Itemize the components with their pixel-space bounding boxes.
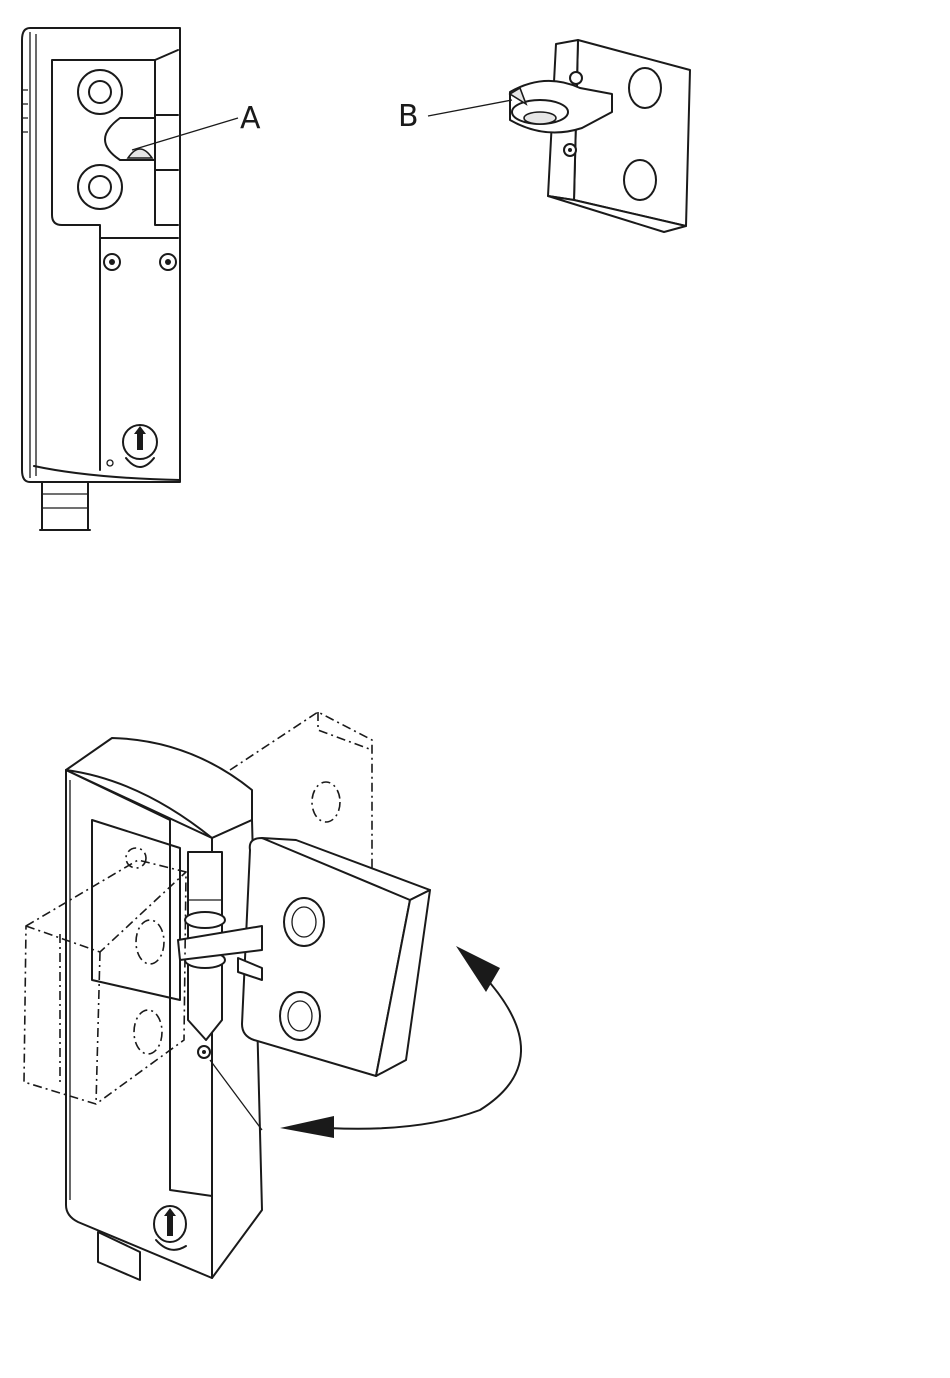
hinge-actuator-block: B (398, 40, 690, 232)
callout-b-label: B (398, 99, 419, 134)
mount-hole-icon (284, 898, 324, 946)
arrow-head-icon (456, 946, 500, 992)
mount-hole-icon (280, 992, 320, 1040)
connector-plug (42, 482, 88, 530)
callout-a-label: A (240, 101, 261, 136)
mount-hole-icon (629, 68, 661, 108)
callout-b-leader (428, 100, 512, 116)
arrow-head-icon (280, 1116, 334, 1138)
screw-icon (570, 72, 582, 84)
mount-hole-icon (624, 160, 656, 200)
assembled-hinge-switch (24, 712, 521, 1280)
switch-front-view: A (22, 28, 261, 530)
